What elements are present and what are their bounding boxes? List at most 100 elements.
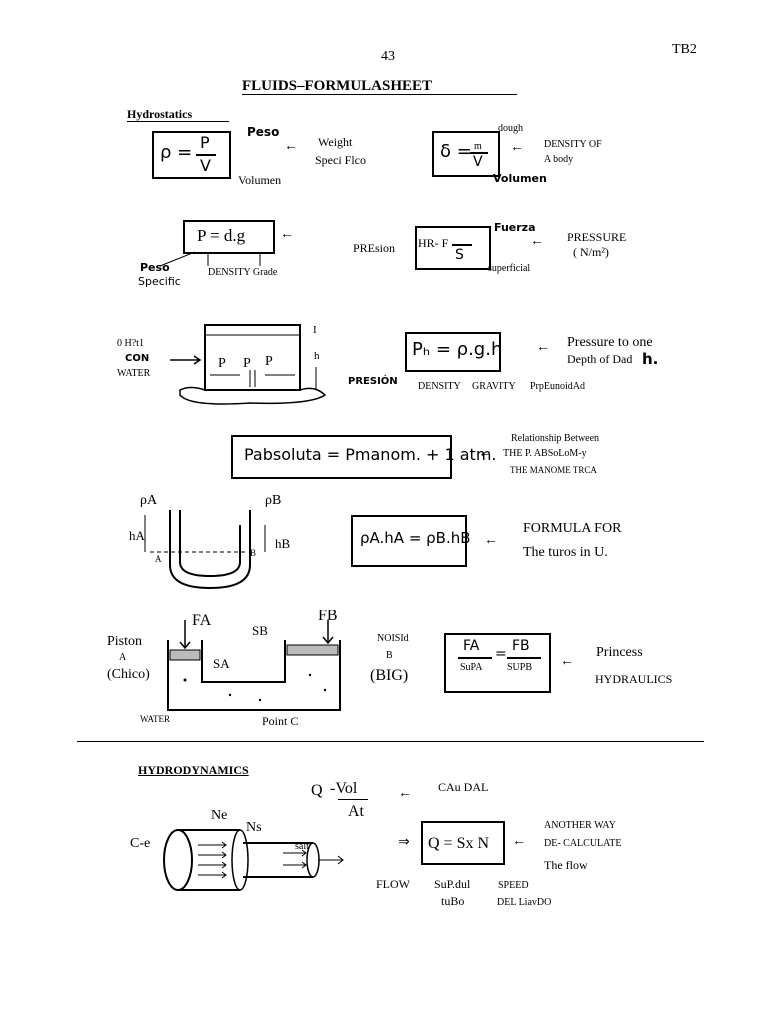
fluid-dot [183,678,187,682]
equals-sign: = [495,646,507,662]
density-desc-2: A body [544,154,574,165]
absolute-desc-3: THE MANOME TRCA [510,465,597,475]
arrow-icon: ← [536,340,550,355]
hydraulic-desc-2: HYDRAULICS [595,672,673,686]
arrow-icon: ← [284,139,298,154]
pressure-den: S [455,247,464,263]
hydrostatic-desc-1: Pressure to one [567,335,653,350]
flow-lhs: Q [311,782,323,799]
depth-label: PrpEunoidAd [530,381,585,392]
absolute-pressure-formula: Pabsoluta = Pmanom. + 1 atm. [244,445,497,464]
density-den: V [473,154,483,170]
specific-weight-box [152,131,231,179]
container-label-1: 0 H?t1 [117,338,144,349]
hydrostatics-underline [127,121,229,122]
weight-density-box [183,220,275,254]
p-label: P [218,356,226,371]
absolute-desc-2: THE P. ABSoLoM-y [503,448,587,459]
fraction-bar [470,152,488,154]
u-tube-box [351,515,467,567]
hydrostatics-heading: Hydrostatics [127,107,193,121]
u-tube-desc-1: FORMULA FOR [523,521,622,536]
hydrostatic-box [405,332,501,372]
arrow-icon: ← [398,786,412,801]
page-number: 43 [381,49,395,64]
hydraulic-box [444,633,551,693]
superficial-label: superficial [488,263,531,274]
p-label: P [243,356,251,371]
title-underline [242,94,517,95]
big-label: (BIG) [370,667,409,684]
pipe-step [231,829,249,891]
weight-density-formula: P = d.g [197,226,246,245]
presion-caps-label: PRESIÓN [348,376,398,387]
sup-label-1: SuP.dul [434,877,471,891]
continuity-desc-2: DE- CALCULATE [544,838,622,849]
pipe-inlet-end [163,829,193,891]
h-b-label: hB [275,536,291,551]
fuerza-label: Fuerza [494,221,536,234]
noisid-label: NOISId [377,633,409,644]
salt-label: salt [295,841,309,852]
double-arrow-icon: ⇒ [398,835,410,850]
specific-weight-desc-2: Speci Flco [315,153,366,167]
hydrostatic-desc-2: Depth of Dad [567,352,633,366]
u-tube-formula: ρA.hA = ρB.hB [360,529,471,547]
density-label: DENSITY [418,381,461,392]
continuity-box [421,821,505,865]
container-label-2: CON [125,353,150,364]
density-desc-1: DENSITY OF [544,139,602,150]
arrow-icon: ← [484,533,498,548]
sa-label: SA [213,656,230,671]
ce-label: C-e [130,836,150,851]
specific-weight-desc-1: Weight [318,135,353,149]
speed-label-2: DEL LiavDO [497,897,552,908]
density-lhs: δ = [440,141,472,162]
hydraulic-den-left: SuPA [460,662,483,673]
arrow-icon: ← [530,234,544,249]
u-tube-diagram: ρA ρB hA hB A B [129,493,291,590]
pressure-lhs: HR- F [418,236,449,250]
page-title: FLUIDS–FORMULASHEET [242,78,433,94]
a-point-label: A [155,554,162,564]
flow-label: FLOW [376,877,410,891]
water-container-diagram: P P P I h [170,324,327,405]
container-label-3: WATER [117,368,151,379]
arrow-icon: ← [512,834,526,849]
arrow-icon: ← [280,227,294,242]
fluid-dot [258,698,262,702]
dough-label: dough [498,123,523,134]
specific-label: Specific [138,275,181,288]
caudal-label: CAu DAL [438,780,489,794]
specific-weight-num: P [200,133,210,152]
vs-label: Ns [246,820,262,835]
hydrostatic-desc-h: h. [642,350,659,368]
corner-code: TB2 [672,42,697,57]
water-label: WATER [140,714,170,724]
fraction-bar [338,799,368,800]
pipe-diagram: Ne Ns C-e salt [130,808,344,891]
fraction-bar [507,657,541,659]
sup-label-2: tuBo [441,894,465,908]
fb-label: FB [318,610,338,624]
density-num: m [474,141,482,152]
rho-b-label: ρB [265,493,281,508]
h-a-label: hA [129,528,146,543]
fa-label: FA [192,612,212,629]
pressure-desc-2: ( N/m²) [573,245,609,259]
fluid-dot [323,688,327,692]
section-divider [77,741,704,742]
fraction-bar [458,657,492,659]
hydrodynamics-heading: HYDRODYNAMICS [138,763,249,777]
point-c-label: Point C [262,714,299,728]
side-label-2: h [314,350,320,362]
specific-weight-den: V [200,156,211,175]
continuity-formula: Q = Sx N [428,835,490,852]
arrow-icon: ← [478,446,492,461]
pressure-box [415,226,491,270]
continuity-desc-3: The flow [544,858,588,872]
chico-label: (Chico) [107,667,150,682]
sb-label: SB [252,623,268,638]
gravity-label: GRAVITY [472,381,516,392]
arrow-icon: ← [510,140,524,155]
